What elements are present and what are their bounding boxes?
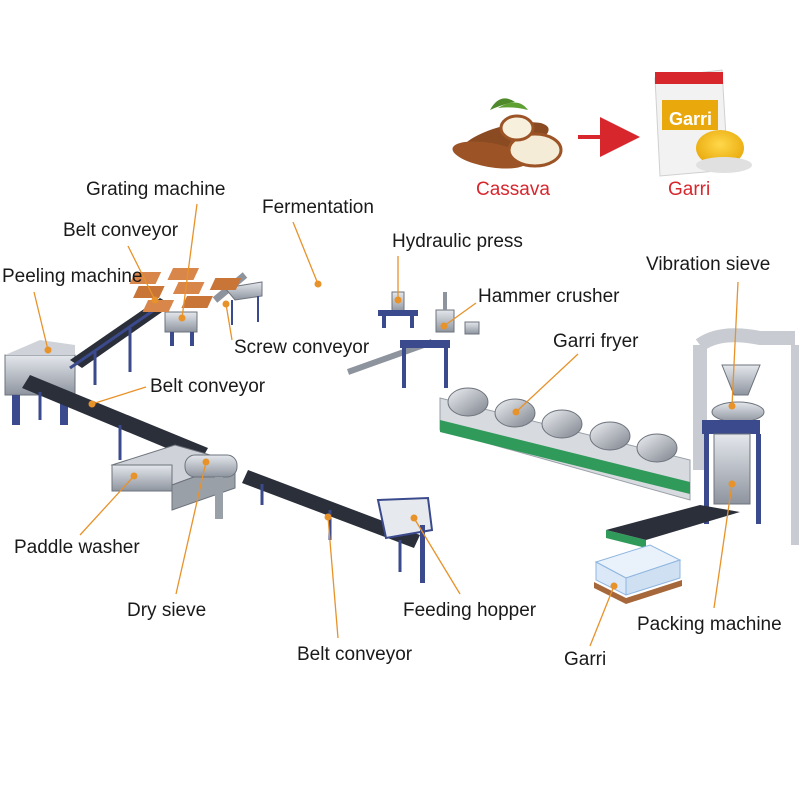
belt-conveyor-1 [69,298,172,385]
hammer-crusher [435,292,480,335]
packing-machine [606,345,799,548]
cassava-image [452,98,563,169]
feeding-hopper [376,496,434,583]
leader-packing [713,483,733,609]
label-paddle-washer: Paddle washer [14,537,140,558]
leader-dry-sieve [175,461,207,595]
label-feeding-hopper: Feeding hopper [403,600,537,621]
fryer-feed-conveyor [346,339,450,388]
label-hammer-crusher: Hammer crusher [478,286,620,307]
bag-brand-text: Garri [669,109,712,129]
label-dry-sieve: Dry sieve [127,600,207,621]
leader-fryer [515,353,579,413]
label-screw-conveyor: Screw conveyor [234,337,370,358]
label-garri-fryer: Garri fryer [553,331,639,352]
garri-bag-image: Garri [654,69,752,177]
grating-machine [164,311,198,346]
leader-belt-3 [327,516,339,639]
label-hydraulic-press: Hydraulic press [392,231,523,252]
leader-feeding [413,517,461,595]
label-belt-conveyor-2: Belt conveyor [150,376,266,397]
label-grating-machine: Grating machine [86,179,226,200]
leader-screw [225,303,233,341]
label-peeling-machine: Peeling machine [2,266,143,287]
leader-garri-pallet [589,585,615,647]
label-packing-machine: Packing machine [637,614,782,635]
belt-conveyor-3 [242,470,420,572]
leader-belt-2 [91,386,147,405]
leader-vibration [731,281,739,407]
fermentation-bags [129,268,242,312]
leader-hammer [443,302,477,327]
belt-conveyor-2 [22,375,208,462]
leader-paddle [79,475,135,536]
label-vibration-sieve: Vibration sieve [646,254,771,275]
cassava-label: Cassava [476,179,550,200]
label-belt-conveyor-3: Belt conveyor [297,644,413,665]
dry-sieve [184,454,238,519]
label-garri-pallet: Garri [564,649,607,670]
garri-pallet [594,544,682,604]
leader-grating [181,203,198,319]
garri-label: Garri [668,179,711,200]
marker-dots [44,280,736,590]
vibration-sieve [693,328,795,470]
leader-fermentation [292,221,319,285]
leader-belt-1 [127,245,156,301]
label-fermentation: Fermentation [262,197,374,218]
leader-peeling [33,291,49,351]
garri-fryer [439,387,691,501]
label-belt-conveyor-1: Belt conveyor [63,220,179,241]
leader-lines [33,203,739,647]
